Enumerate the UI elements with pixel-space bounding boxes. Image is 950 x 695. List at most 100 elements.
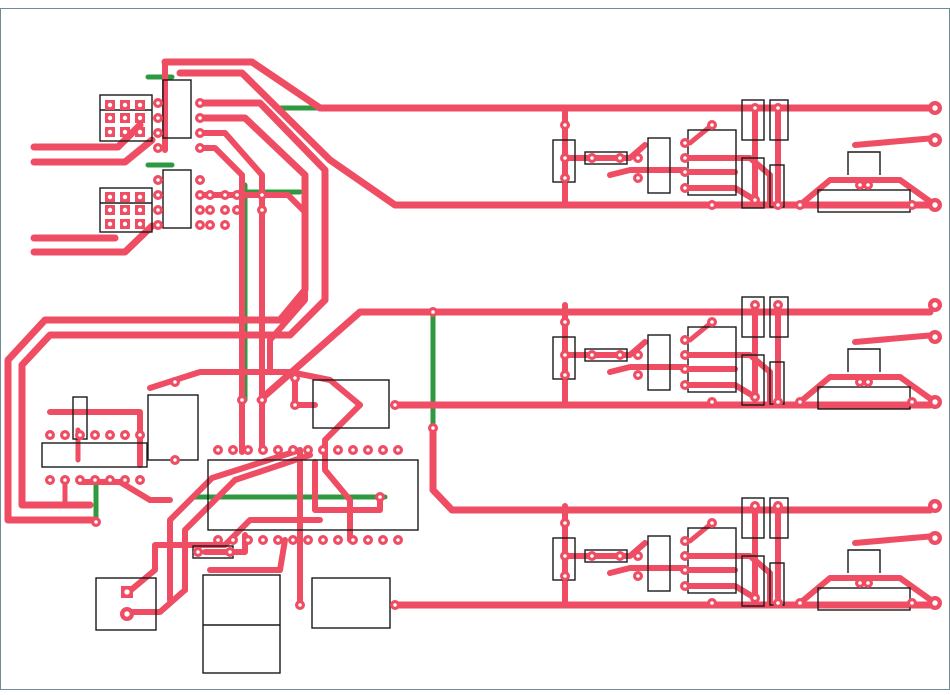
ch2-opto-trace [607, 364, 688, 375]
ch3-tri-trace-4 [682, 583, 758, 601]
pad-hole [156, 146, 160, 150]
regulator-trace-2 [122, 587, 188, 615]
pad-hole [156, 116, 160, 120]
pad-hole [932, 202, 938, 208]
pad-hole [137, 115, 143, 121]
ch3-opto-trace [607, 565, 688, 576]
ch1-led-outline [847, 151, 881, 175]
pad-hole [683, 554, 687, 558]
ch3-led-outline [847, 549, 881, 573]
pad-hole [108, 433, 112, 437]
pad-hole [910, 400, 914, 404]
pad-hole [563, 353, 567, 357]
pad-hole [293, 403, 297, 407]
pad-hole [683, 568, 687, 572]
rail-trace-ch1-bottom [176, 69, 934, 209]
pad-hole [78, 478, 82, 482]
pad-hole [351, 448, 355, 452]
pad-hole [261, 448, 265, 452]
pad-hole [246, 538, 250, 542]
pad-hole [396, 538, 400, 542]
ch1-opto-outline [647, 137, 671, 194]
pad-hole [123, 478, 127, 482]
vertical-trace-a [197, 130, 265, 453]
pad-hole [753, 395, 757, 399]
pad-hole [776, 303, 780, 307]
pad-hole [683, 383, 687, 387]
pad-hole [932, 137, 938, 143]
pad-hole [173, 380, 177, 384]
pad-hole [298, 603, 302, 607]
pad-hole [590, 156, 594, 160]
pad-hole [858, 380, 862, 384]
pad-hole [107, 207, 113, 213]
pad-hole [910, 203, 914, 207]
ch2-snubber-outline-1 [741, 296, 765, 338]
pad-hole [156, 193, 160, 197]
input-trace-1 [30, 121, 144, 151]
pad-hole [932, 535, 938, 541]
pad-hole [636, 353, 640, 357]
pad-hole [124, 589, 130, 595]
pad-hole [710, 601, 714, 605]
pad-hole [683, 367, 687, 371]
pad-hole [198, 178, 202, 182]
pad-hole [563, 521, 567, 525]
pad-hole [63, 478, 67, 482]
pad-hole [156, 178, 160, 182]
pad-hole [198, 146, 202, 150]
pad-hole [122, 102, 128, 108]
pad-hole [235, 208, 239, 212]
pad-hole [866, 581, 870, 585]
pad-hole [293, 376, 297, 380]
pad-hole [683, 141, 687, 145]
pad-hole [93, 478, 97, 482]
pad-hole [431, 310, 435, 314]
pad-hole [858, 581, 862, 585]
pad-hole [123, 433, 127, 437]
pad-hole [753, 106, 757, 110]
pad-hole [636, 176, 640, 180]
capacitor-outline [311, 577, 391, 629]
pad-hole [223, 208, 227, 212]
ch2-led-outline [847, 348, 881, 372]
pad-hole [932, 334, 938, 340]
pad-hole [208, 223, 212, 227]
pad-hole [198, 101, 202, 105]
top-copper-layer [4, 58, 938, 615]
pad-hole [246, 448, 250, 452]
pad-hole [378, 495, 382, 499]
pad-hole [198, 116, 202, 120]
pad-hole [563, 574, 567, 578]
pad-hole [683, 539, 687, 543]
rail-trace-ch1-top [161, 58, 934, 112]
pad-hole [563, 123, 567, 127]
pad-hole [156, 101, 160, 105]
pad-hole [196, 550, 200, 554]
pad-hole [618, 156, 622, 160]
ch3-resistor-outline [584, 549, 628, 563]
pad-hole [138, 478, 142, 482]
pad-hole [776, 601, 780, 605]
pad-hole [683, 186, 687, 190]
routing-trace [197, 192, 308, 373]
ch2-resistor-outline [584, 348, 628, 362]
pad-hole [198, 131, 202, 135]
pad-hole [753, 504, 757, 508]
pad-hole [48, 433, 52, 437]
pad-hole [137, 129, 143, 135]
pad-hole [198, 193, 202, 197]
pad-hole [381, 538, 385, 542]
pad-hole [753, 198, 757, 202]
regulator-trace [122, 517, 323, 598]
pad-hole [393, 603, 397, 607]
pad-hole [107, 194, 113, 200]
ch1-output-trace-2 [852, 135, 938, 148]
pad-hole [107, 221, 113, 227]
pad-hole [198, 223, 202, 227]
ch3-output-trace [797, 575, 938, 606]
microcontroller-outline [207, 459, 419, 531]
pad-hole [798, 601, 802, 605]
pad-hole [932, 600, 938, 606]
pad-hole [291, 538, 295, 542]
